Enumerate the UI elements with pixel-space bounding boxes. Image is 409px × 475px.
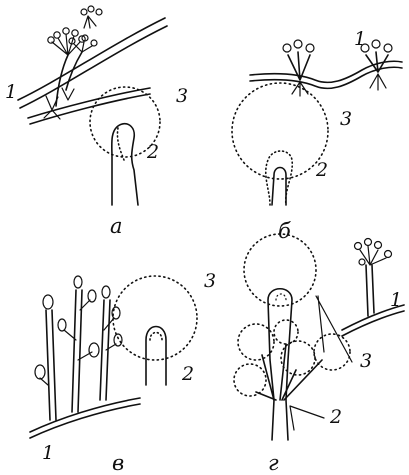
panel-g-habit	[342, 239, 404, 337]
panel-g-label-1: 1	[390, 289, 402, 311]
panel-g-caption: г	[268, 451, 279, 475]
panel-g-label-3: 3	[360, 350, 372, 372]
panel-b-label-2: 2	[315, 159, 328, 181]
panel-b-caption: б	[278, 219, 291, 243]
panel-v-label-2: 2	[181, 363, 194, 385]
panel-v-habit	[30, 276, 140, 438]
panel-a-label-1: 1	[5, 81, 17, 103]
panel-v-label-3: 3	[204, 270, 216, 292]
panel-b-label-1: 1	[354, 28, 366, 50]
panel-a-label-2: 2	[146, 141, 159, 163]
panel-b-label-3: 3	[340, 108, 352, 130]
panel-g-label-2: 2	[329, 406, 342, 428]
panel-b-habit	[250, 40, 402, 96]
panel-b-sporangium	[232, 83, 328, 205]
panel-g-leader-2	[290, 406, 324, 430]
panel-v-caption: в	[112, 451, 124, 475]
panel-v-label-1: 1	[42, 442, 54, 464]
panel-g-leader-3	[316, 296, 352, 362]
panel-a-caption: а	[110, 214, 123, 238]
panel-b: 1 2 3 б	[232, 28, 402, 243]
panel-v: 1 2 3 в	[30, 270, 216, 475]
panel-a-habit	[18, 6, 167, 124]
panel-a-label-3: 3	[176, 85, 188, 107]
panel-a: 1 2 3 а	[5, 6, 188, 238]
panel-g: 1 2 3 г	[234, 234, 404, 475]
